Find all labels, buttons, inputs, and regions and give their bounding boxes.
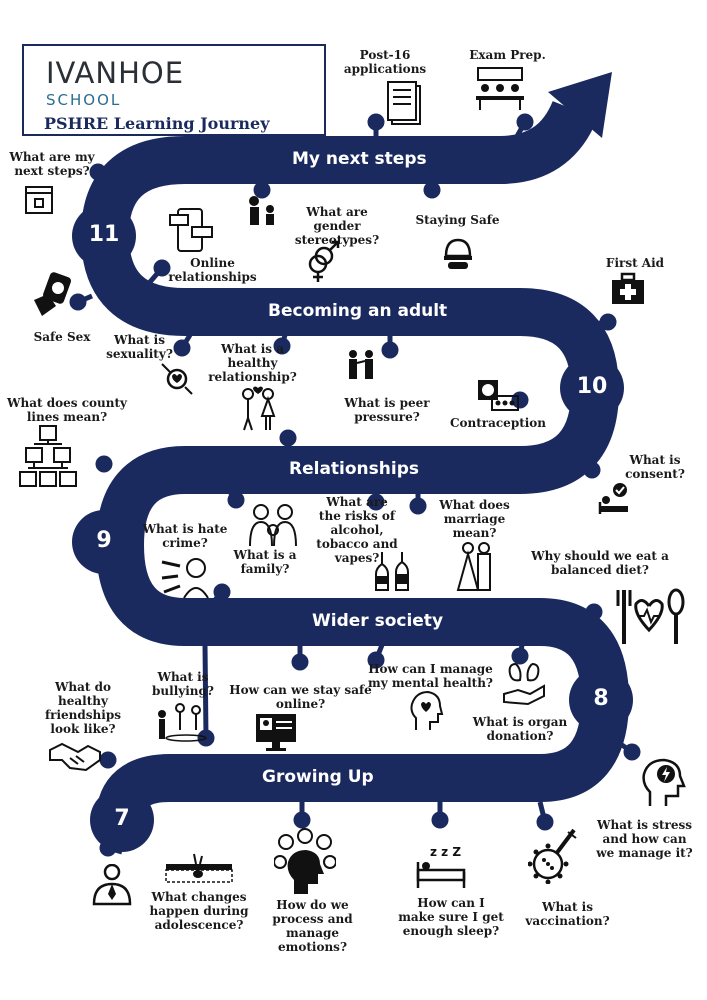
stage-title-becoming-adult: Becoming an adult bbox=[268, 301, 448, 321]
topic-staying-safe: Staying Safe bbox=[415, 213, 500, 227]
topic-sexuality: What is sexuality? bbox=[106, 333, 173, 361]
contraception-icon bbox=[478, 380, 519, 411]
stress-head-icon bbox=[642, 758, 686, 806]
topic-hate-crime: What is hate crime? bbox=[142, 522, 228, 550]
year-label-9: 9 bbox=[96, 528, 112, 553]
page-title: PSHRE Learning Journey bbox=[44, 114, 270, 133]
topic-mental-health: How can I manage my mental health? bbox=[368, 662, 493, 690]
bullying-icon bbox=[158, 703, 207, 742]
helmet-icon bbox=[444, 238, 472, 269]
emotions-head-icon bbox=[274, 828, 336, 894]
calendar-icon bbox=[25, 186, 53, 214]
topic-consent: What is consent? bbox=[625, 453, 685, 481]
topic-risks: What are the risks of alcohol, tobacco a… bbox=[316, 495, 398, 565]
stage-title-relationships: Relationships bbox=[289, 459, 419, 479]
topic-online-rel: Online relationships bbox=[168, 256, 257, 284]
year-label-10: 10 bbox=[576, 374, 608, 399]
person-tie-icon bbox=[92, 864, 132, 906]
stage-title-growing-up: Growing Up bbox=[262, 767, 374, 787]
bottles-icon bbox=[375, 552, 409, 591]
topic-exam-prep: Exam Prep. bbox=[469, 48, 546, 62]
documents-icon bbox=[387, 81, 421, 125]
stage-title-next-steps: My next steps bbox=[292, 149, 427, 169]
year-circle-11 bbox=[72, 204, 136, 268]
wedding-couple-icon bbox=[456, 542, 491, 591]
condom-hand-icon bbox=[34, 272, 71, 316]
sexuality-symbol-icon bbox=[161, 363, 193, 395]
topic-friendships: What do healthy friendships look like? bbox=[45, 680, 121, 736]
topic-first-aid: First Aid bbox=[605, 256, 665, 270]
topic-stress: What is stress and how can we manage it? bbox=[596, 818, 693, 860]
hate-crime-icon bbox=[161, 558, 209, 599]
year-label-7: 7 bbox=[114, 806, 130, 831]
peer-pressure-icon bbox=[349, 350, 373, 379]
gender-symbols-icon bbox=[308, 240, 340, 282]
topic-balanced-diet: Why should we eat a balanced diet? bbox=[531, 549, 669, 577]
year-circle-8 bbox=[569, 668, 633, 732]
topic-contraception: Contraception bbox=[449, 416, 547, 430]
year-circle-9 bbox=[72, 510, 136, 574]
sleep-icon: z z Z bbox=[416, 845, 466, 888]
balanced-diet-icon bbox=[616, 588, 685, 644]
mental-health-head-icon bbox=[410, 690, 444, 730]
school-logo-box: IVANHOE SCHOOL PSHRE Learning Journey bbox=[22, 44, 326, 136]
topic-bullying: What is bullying? bbox=[152, 670, 214, 698]
first-aid-kit-icon bbox=[612, 272, 644, 304]
year-label-11: 11 bbox=[88, 222, 120, 247]
exam-hall-icon bbox=[476, 67, 524, 110]
topic-healthy-rel: What is a healthy relationship? bbox=[208, 342, 297, 384]
hierarchy-icon bbox=[19, 425, 77, 487]
topic-county-lines: What does county lines mean? bbox=[7, 396, 127, 424]
school-sub: SCHOOL bbox=[46, 91, 122, 109]
topic-sleep: How can I make sure I get enough sleep? bbox=[398, 896, 504, 938]
year-circle-10 bbox=[560, 356, 624, 420]
topic-adolescence: What changes happen during adolescence? bbox=[149, 890, 249, 932]
topic-post16: Post-16 applications bbox=[343, 48, 427, 76]
topic-organ: What is organ donation? bbox=[472, 715, 568, 743]
consent-icon bbox=[598, 483, 628, 514]
stage-title-wider-society: Wider society bbox=[312, 611, 444, 631]
topic-peer-pressure: What is peer pressure? bbox=[344, 396, 430, 424]
road-arrowhead bbox=[548, 72, 612, 138]
handshake-icon bbox=[49, 742, 101, 772]
topic-next-steps: What are my next steps? bbox=[9, 150, 95, 178]
year-label-8: 8 bbox=[593, 686, 609, 711]
svg-text:z z Z: z z Z bbox=[430, 845, 461, 859]
family-icon bbox=[249, 504, 297, 546]
year-circle-7 bbox=[90, 788, 154, 852]
topic-safe-sex: Safe Sex bbox=[33, 330, 91, 344]
school-name: IVANHOE bbox=[46, 56, 185, 90]
skin-layers-icon bbox=[165, 853, 233, 883]
topic-safe-online: How can we stay safe online? bbox=[229, 683, 372, 711]
organ-donation-icon bbox=[503, 663, 545, 706]
couple-icon bbox=[242, 386, 276, 431]
topic-gender: What are gender stereotypes? bbox=[294, 205, 380, 247]
virus-syringe-icon bbox=[528, 828, 577, 884]
topic-emotions: How do we process and manage emotions? bbox=[272, 898, 353, 954]
chat-phone-icon bbox=[169, 208, 213, 252]
topic-vaccination: What is vaccination? bbox=[525, 900, 610, 928]
computer-icon bbox=[256, 714, 296, 751]
parent-child-icon bbox=[249, 196, 274, 225]
topic-family: What is a family? bbox=[233, 548, 297, 576]
topic-marriage: What does marriage mean? bbox=[439, 498, 510, 540]
